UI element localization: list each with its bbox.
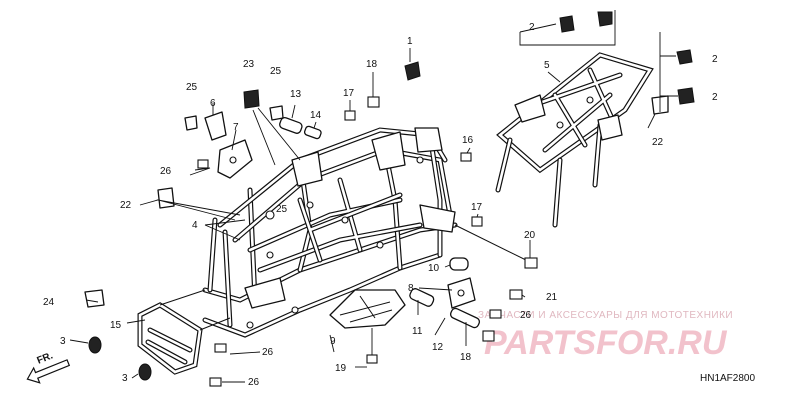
callout-3a: 3 bbox=[60, 336, 66, 347]
callout-2c: 2 bbox=[712, 92, 718, 103]
fastener-parts bbox=[84, 11, 695, 387]
front-direction-arrow: FR. bbox=[26, 350, 71, 384]
main-frame-part bbox=[202, 127, 458, 338]
diagram-code: HN1AF2800 bbox=[700, 373, 755, 384]
callout-17b: 17 bbox=[471, 202, 483, 213]
leader-lines bbox=[69, 10, 678, 383]
callout-18a: 18 bbox=[366, 59, 378, 70]
callout-7: 7 bbox=[233, 122, 239, 133]
collar-parts bbox=[279, 117, 538, 329]
callout-3b: 3 bbox=[122, 373, 128, 384]
callout-19: 19 bbox=[335, 363, 347, 374]
callout-4: 4 bbox=[192, 220, 198, 231]
callout-18b: 18 bbox=[460, 352, 472, 363]
rear-subframe-part bbox=[495, 52, 654, 228]
front-bumper-part bbox=[137, 289, 231, 375]
callout-8: 8 bbox=[408, 283, 414, 294]
callout-numbers: 1 2 2 2 3 3 4 5 6 7 8 9 10 11 12 13 14 1… bbox=[43, 22, 718, 388]
callout-12: 12 bbox=[432, 342, 444, 353]
callout-5: 5 bbox=[544, 60, 550, 71]
callout-22a: 22 bbox=[120, 200, 132, 211]
callout-26c: 26 bbox=[248, 377, 260, 388]
callout-26d: 26 bbox=[520, 310, 532, 321]
callout-15: 15 bbox=[110, 320, 122, 331]
callout-2a: 2 bbox=[529, 22, 535, 33]
callout-2b: 2 bbox=[712, 54, 718, 65]
watermark-brand: PARTSFOR.RU bbox=[484, 324, 728, 362]
callout-9: 9 bbox=[330, 336, 336, 347]
callout-10: 10 bbox=[428, 263, 440, 274]
callout-16: 16 bbox=[462, 135, 474, 146]
callout-25b: 25 bbox=[270, 66, 282, 77]
bracket-parts bbox=[204, 111, 253, 179]
callout-22b: 22 bbox=[652, 137, 664, 148]
callout-26b: 26 bbox=[262, 347, 274, 358]
callout-13: 13 bbox=[290, 89, 302, 100]
direction-label: FR. bbox=[35, 350, 54, 366]
callout-11: 11 bbox=[412, 326, 423, 337]
callout-17a: 17 bbox=[343, 88, 355, 99]
callout-21: 21 bbox=[546, 292, 558, 303]
skid-plate-part bbox=[329, 289, 406, 364]
callout-23: 23 bbox=[243, 59, 255, 70]
callout-26a: 26 bbox=[160, 166, 172, 177]
callout-14: 14 bbox=[310, 110, 322, 121]
callout-25c: 25 bbox=[276, 204, 288, 215]
watermark-tagline: ЗАПЧАСТИ И АКСЕССУАРЫ ДЛЯ МОТОТЕХНИКИ bbox=[478, 310, 733, 321]
arrow-icon bbox=[26, 359, 71, 384]
callout-25a: 25 bbox=[186, 82, 198, 93]
callout-6: 6 bbox=[210, 98, 216, 109]
callout-1: 1 bbox=[407, 36, 413, 47]
callout-20: 20 bbox=[524, 230, 536, 241]
callout-24: 24 bbox=[43, 297, 55, 308]
watermark: ЗАПЧАСТИ И АКСЕССУАРЫ ДЛЯ МОТОТЕХНИКИ PA… bbox=[478, 310, 733, 362]
